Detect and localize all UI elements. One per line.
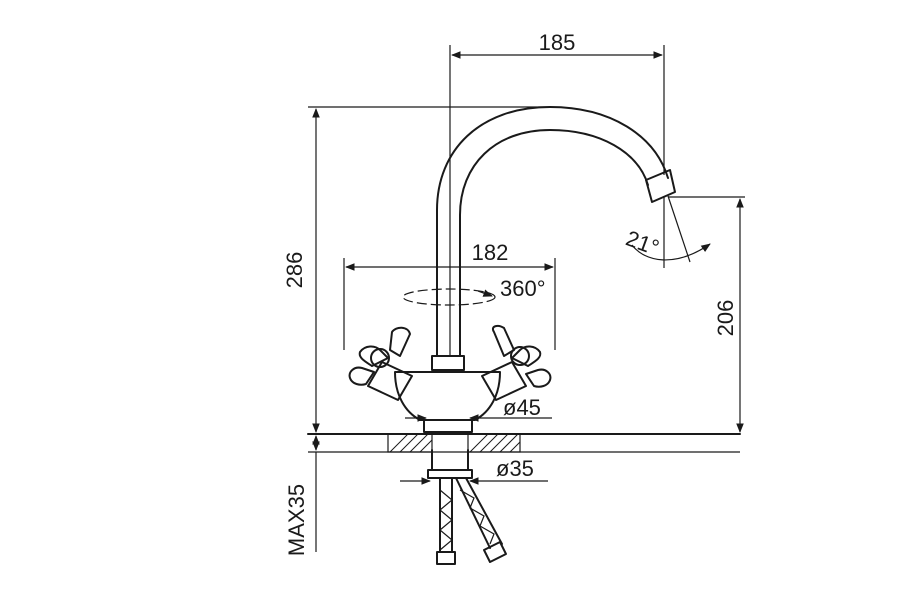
spout-collar bbox=[431, 355, 465, 371]
spout-tip bbox=[645, 169, 676, 203]
left-cross-handle bbox=[348, 326, 411, 386]
dim-rotation-label: 360° bbox=[500, 276, 546, 301]
dim-height-total: 286 bbox=[282, 106, 550, 433]
dim-spout-angle-label: 21° bbox=[623, 226, 663, 261]
dim-spout-height: 206 bbox=[668, 196, 745, 433]
dim-handle-span: 182 bbox=[343, 240, 556, 350]
dim-shank-diameter: ø35 bbox=[400, 456, 548, 485]
dim-spout-angle: 21° bbox=[623, 195, 711, 268]
left-valve-stem bbox=[367, 361, 413, 401]
dim-rotation: 360° bbox=[402, 276, 546, 306]
countertop-section bbox=[307, 433, 741, 453]
base-flange bbox=[423, 419, 473, 433]
hose-braid bbox=[439, 489, 495, 551]
dim-max-thickness-label: MAX35 bbox=[284, 484, 309, 556]
hose-right bbox=[455, 477, 503, 549]
dim-height-total-label: 286 bbox=[282, 252, 307, 289]
shank bbox=[427, 449, 473, 479]
dim-max-thickness: MAX35 bbox=[284, 435, 320, 556]
right-valve-stem bbox=[481, 361, 527, 401]
hose-nut-left bbox=[436, 551, 456, 565]
dim-spout-reach: 185 bbox=[449, 30, 665, 356]
dim-spout-reach-label: 185 bbox=[539, 30, 576, 55]
faucet-body bbox=[348, 106, 676, 565]
dim-base-diameter-label: ø45 bbox=[503, 395, 541, 420]
dim-handle-span-label: 182 bbox=[472, 240, 509, 265]
dim-spout-height-label: 206 bbox=[713, 300, 738, 337]
hose-nut-right bbox=[483, 541, 507, 563]
right-cross-handle bbox=[492, 324, 552, 388]
dim-base-diameter: ø45 bbox=[405, 395, 552, 422]
dim-shank-diameter-label: ø35 bbox=[496, 456, 534, 481]
